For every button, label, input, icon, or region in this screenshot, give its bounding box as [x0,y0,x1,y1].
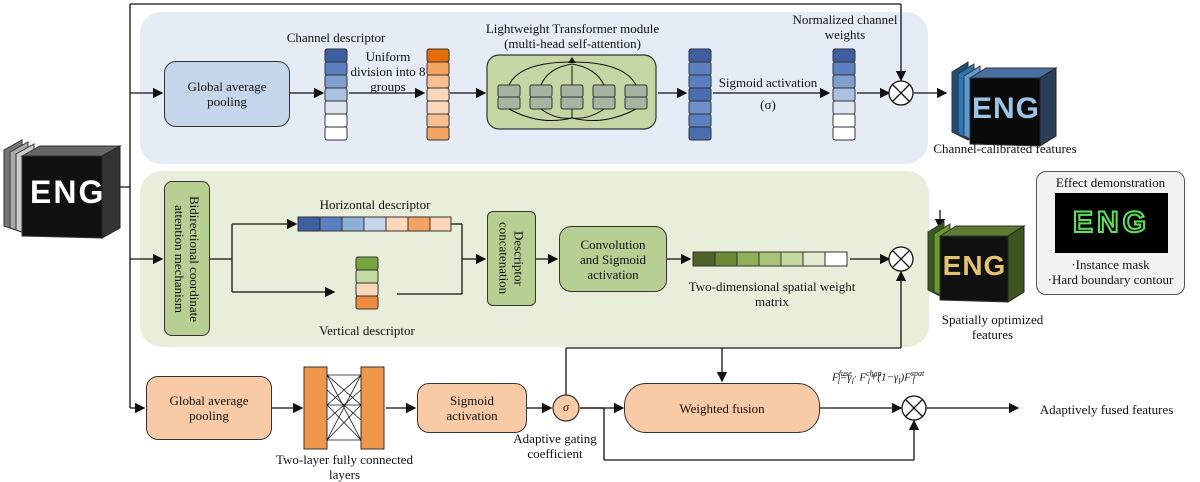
transformer-module [486,54,657,130]
transformer-title: Lightweight Transformer module (multi-he… [485,21,660,51]
fusion-formula: Ffusel=γl· Fchanl+(1−γl)Fspatl [832,367,924,389]
transformer-output-vector [688,48,712,141]
channel-descriptor-vector [324,48,348,141]
normalized-weights-vector [832,48,856,141]
sigmoid-activation-label: Sigmoid activation [718,75,818,90]
effect-demo-panel: Effect demonstration ENG ·Instance mask … [1036,171,1185,295]
channel-feature-map-text: ENG [972,92,1041,125]
fc-layers-label: Two-layer fully connected layers [276,452,413,482]
effect-demo-image-text: ENG [1072,205,1150,240]
uniform-division-label: Uniform division into 8 groups [350,49,426,94]
spatial-weight-matrix [692,251,848,267]
effect-demo-image: ENG [1055,193,1168,253]
formula-eq: =γ [839,371,852,384]
normalized-weights-label: Normalized channel weights [792,12,898,42]
spatial-matrix-label: Two-dimensional spatial weight matrix [688,279,856,309]
formula-sub-1: l [837,376,840,386]
horizontal-descriptor-label: Horizontal descriptor [319,197,431,212]
fusion-gap-label: Global average pooling [169,393,249,423]
formula-chan-sup: chan [866,369,882,378]
formula-sub-5: l [912,376,915,386]
channel-descriptor-label: Channel descriptor [286,30,386,45]
conv-sigmoid-label: Convolution and Sigmoid activation [579,236,647,282]
formula-sub-2: l [851,376,854,386]
formula-f2: F [859,371,867,384]
formula-f1: F [832,371,839,384]
horizontal-descriptor-bar [297,216,452,232]
adaptively-fused-label: Adaptively fused features [1039,402,1174,417]
effect-demo-line2: ·Hard boundary contour [1047,272,1174,287]
sigma-node-label: σ [563,400,569,414]
spatially-optimized-label: Spatially optimized features [941,312,1044,342]
formula-spat-sup: spat [910,369,925,378]
sigmoid-box: Sigmoid activation [417,383,527,433]
grouped-descriptor-vector [426,48,450,141]
channel-gap-box: Global average pooling [164,61,290,127]
gating-coefficient-label: Adaptive gating coefficient [513,431,597,461]
weighted-fusion-label: Weighted fusion [679,400,765,416]
descriptor-concat-label: Descriptor concatenation [496,222,527,295]
input-feature-map-text: ENG [30,174,106,210]
formula-f3: F [904,371,911,384]
spatially-optimized-feature-map [927,221,1026,303]
channel-calibrated-feature-map [951,61,1058,147]
vertical-descriptor-label: Vertical descriptor [319,323,415,338]
channel-calibrated-label: Channel-calibrated features [933,141,1077,156]
formula-sub-4: l [898,376,901,386]
bidirectional-attention-box: Bidirectional coordinate attention mecha… [164,181,210,336]
sigmoid-symbol-label: (σ) [760,97,776,112]
formula-plus: +(1−γ [869,371,899,384]
sigmoid-box-label: Sigmoid activation [446,393,498,423]
formula-sub-3: l [867,376,870,386]
bidirectional-attention-label: Bidirectional coordinate attention mecha… [172,195,202,322]
fusion-gap-box: Global average pooling [146,376,272,440]
formula-fuse-sup: fuse [838,369,852,378]
effect-demo-title: Effect demonstration [1055,175,1166,190]
effect-demo-line1: ·Instance mask [1071,257,1150,272]
fc-layers [303,366,385,450]
vertical-descriptor-bar [355,256,379,310]
conv-sigmoid-box: Convolution and Sigmoid activation [559,226,667,292]
spatial-feature-map-text: ENG [942,250,1007,281]
sigma-node [552,394,580,422]
weighted-fusion-box: Weighted fusion [624,383,820,433]
formula-close: ) [900,371,905,384]
channel-gap-label: Global average pooling [187,79,267,109]
input-feature-map [3,139,122,239]
descriptor-concat-box: Descriptor concatenation [487,211,536,306]
multiply-symbols [888,80,927,421]
formula-dot: · [853,371,857,384]
